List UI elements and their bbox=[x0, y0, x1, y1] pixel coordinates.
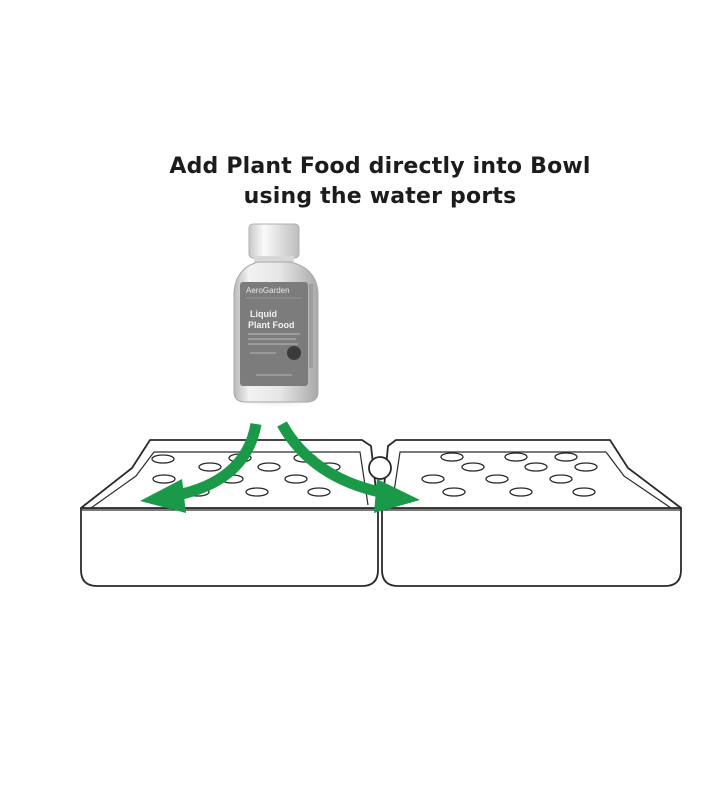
deck-right-top bbox=[381, 439, 682, 509]
bowl-right-base bbox=[381, 507, 682, 587]
pod-hole bbox=[549, 474, 573, 484]
bottle-cap bbox=[248, 223, 300, 259]
bowl-left-base bbox=[80, 507, 379, 587]
pod-hole bbox=[257, 462, 281, 472]
pod-holes-right bbox=[421, 452, 598, 497]
pod-hole bbox=[198, 462, 222, 472]
heading-line-2: using the water ports bbox=[243, 184, 517, 209]
pod-hole bbox=[152, 474, 176, 484]
bottle-brand: AeroGarden bbox=[246, 286, 290, 295]
pod-hole bbox=[284, 474, 308, 484]
pod-hole bbox=[307, 487, 331, 497]
arrow-right-shaft bbox=[277, 421, 386, 499]
pod-hole bbox=[440, 452, 464, 462]
instruction-heading: Add Plant Food directly into Bowl using … bbox=[0, 152, 720, 212]
pod-hole bbox=[151, 454, 175, 464]
brand-badge-icon bbox=[287, 346, 301, 360]
pod-hole bbox=[572, 487, 596, 497]
bottle-label-line-1: Liquid bbox=[250, 309, 277, 319]
plant-food-bottle: AeroGarden Liquid Plant Food bbox=[224, 223, 328, 408]
pod-hole bbox=[504, 452, 528, 462]
heading-line-1: Add Plant Food directly into Bowl bbox=[169, 154, 591, 179]
pod-hole bbox=[524, 462, 548, 472]
water-port bbox=[368, 456, 392, 480]
pod-hole bbox=[574, 462, 598, 472]
pod-hole bbox=[421, 474, 445, 484]
pod-hole bbox=[442, 487, 466, 497]
bottle-neck bbox=[254, 256, 294, 264]
arrow-right-head-icon bbox=[374, 479, 420, 513]
pod-hole bbox=[509, 487, 533, 497]
bottle-label-line-2: Plant Food bbox=[248, 320, 295, 330]
pod-hole bbox=[485, 474, 509, 484]
grow-bowl bbox=[80, 439, 682, 587]
pod-hole bbox=[461, 462, 485, 472]
arrow-left-shaft bbox=[171, 422, 262, 502]
pod-hole bbox=[554, 452, 578, 462]
pod-hole bbox=[245, 487, 269, 497]
arrow-left-head-icon bbox=[140, 479, 186, 513]
pour-arrows bbox=[140, 421, 420, 513]
